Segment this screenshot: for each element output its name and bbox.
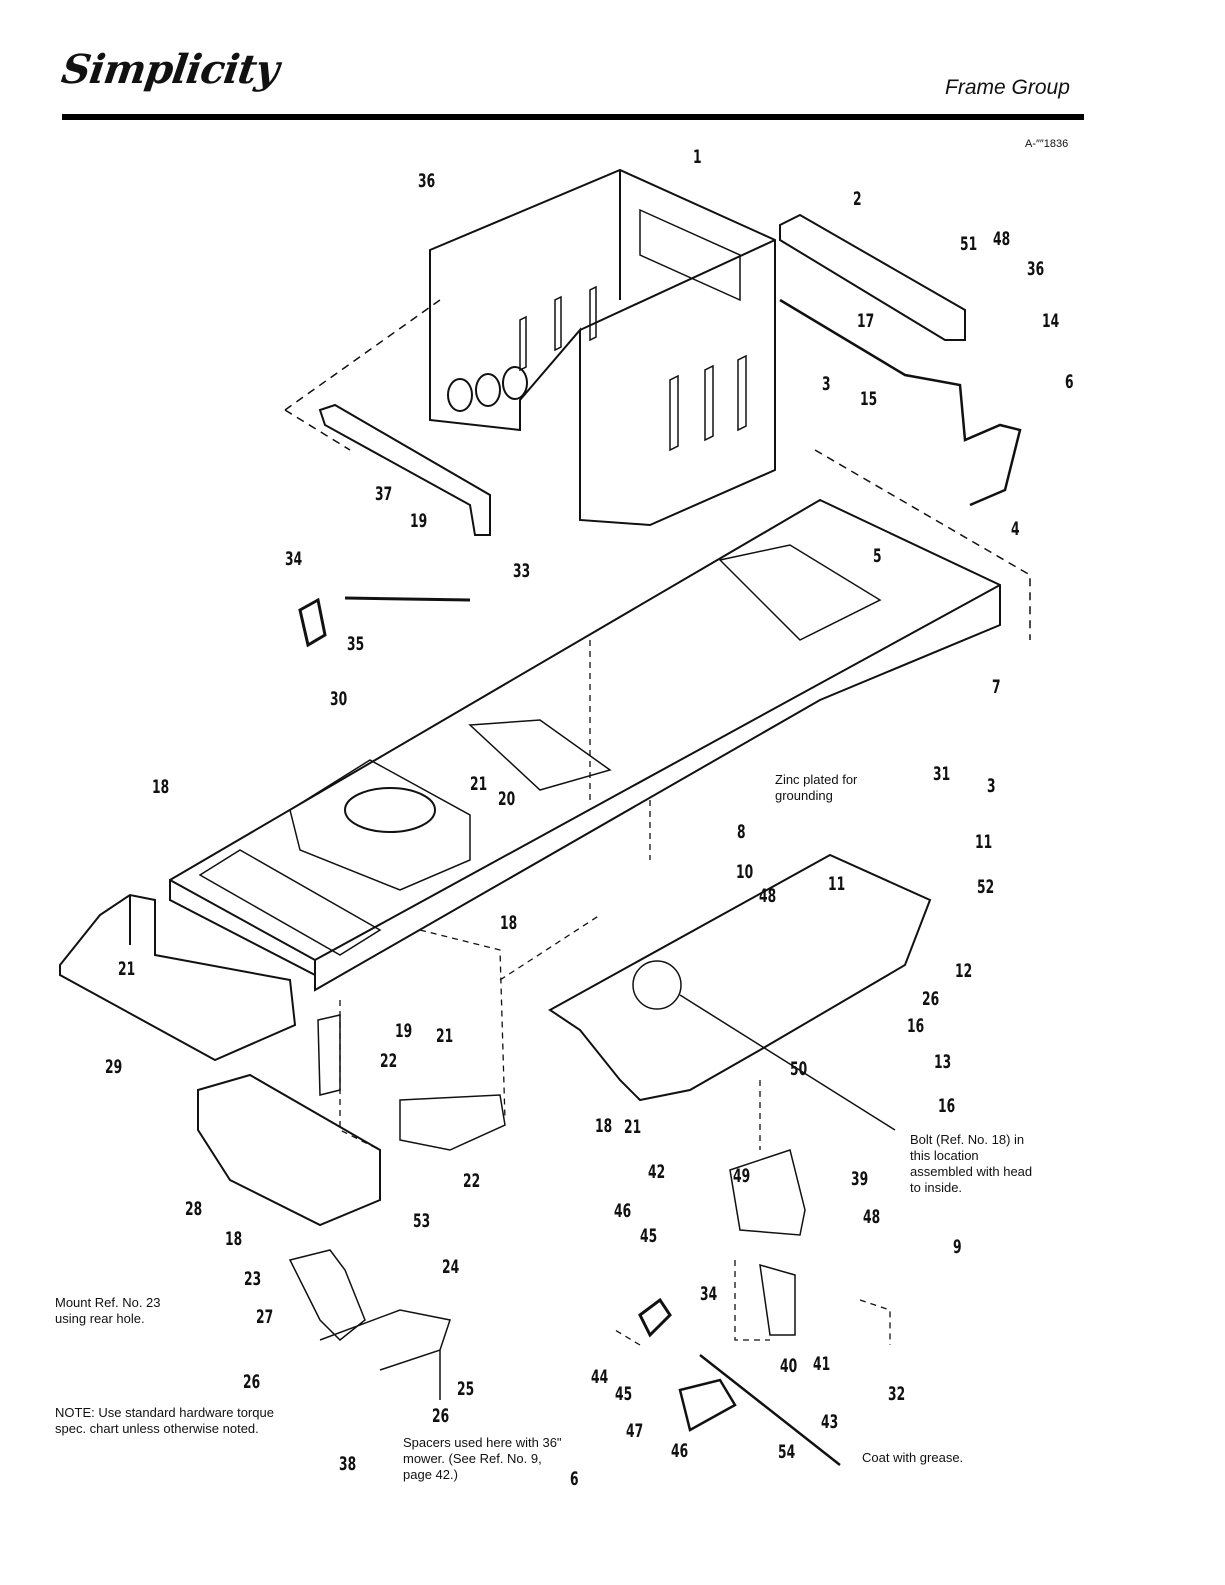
callout-19: 19 — [395, 1020, 413, 1042]
callout-33: 33 — [513, 560, 531, 582]
part-12-footboard — [548, 853, 932, 1102]
callout-36: 36 — [1027, 258, 1045, 280]
callout-3: 3 — [822, 373, 831, 395]
callout-45: 45 — [615, 1383, 633, 1405]
callout-12: 12 — [955, 960, 973, 982]
callout-51: 51 — [960, 233, 978, 255]
note-mount: Mount Ref. No. 23 using rear hole. — [55, 1295, 161, 1326]
callout-28: 28 — [185, 1198, 203, 1220]
callout-24: 24 — [442, 1256, 460, 1278]
callout-31: 31 — [933, 763, 951, 785]
part-1-rear-housing — [429, 168, 776, 527]
callout-26: 26 — [243, 1371, 261, 1393]
callout-26: 26 — [432, 1405, 450, 1427]
callout-15: 15 — [860, 388, 878, 410]
callout-34: 34 — [285, 548, 303, 570]
callout-21: 21 — [118, 958, 136, 980]
part-29-hitch — [59, 893, 297, 1062]
callout-44: 44 — [591, 1366, 609, 1388]
callout-7: 7 — [992, 676, 1001, 698]
callout-22: 22 — [463, 1170, 481, 1192]
callout-18: 18 — [500, 912, 518, 934]
callout-4: 4 — [1011, 518, 1020, 540]
callout-21: 21 — [436, 1025, 454, 1047]
callout-9: 9 — [953, 1236, 962, 1258]
page-title: Frame Group — [945, 76, 1070, 99]
callout-43: 43 — [821, 1411, 839, 1433]
callout-16: 16 — [938, 1095, 956, 1117]
callout-19: 19 — [410, 510, 428, 532]
callout-26: 26 — [922, 988, 940, 1010]
part-15-rod — [779, 298, 1022, 507]
note-grease: Coat with grease. — [862, 1450, 964, 1465]
part-37-bracket — [318, 403, 491, 536]
callout-50: 50 — [790, 1058, 808, 1080]
callout-16: 16 — [907, 1015, 925, 1037]
callout-10: 10 — [736, 861, 754, 883]
callout-37: 37 — [375, 483, 393, 505]
note-hardware-torque: NOTE: Use standard hardware torque spec.… — [55, 1405, 274, 1436]
callout-53: 53 — [413, 1210, 431, 1232]
note-bolt-location: Bolt (Ref. No. 18) in this location asse… — [910, 1132, 1033, 1195]
callout-20: 20 — [498, 788, 516, 810]
callout-8: 8 — [737, 821, 746, 843]
callout-30: 30 — [330, 688, 348, 710]
callout-54: 54 — [778, 1441, 796, 1463]
callout-6: 6 — [1065, 371, 1074, 393]
callout-21: 21 — [624, 1116, 642, 1138]
callout-48: 48 — [993, 228, 1011, 250]
callout-46: 46 — [614, 1200, 632, 1222]
callout-18: 18 — [225, 1228, 243, 1250]
callout-21: 21 — [470, 773, 488, 795]
callout-32: 32 — [888, 1383, 906, 1405]
callout-17: 17 — [857, 310, 875, 332]
callout-22: 22 — [380, 1050, 398, 1072]
callout-18: 18 — [595, 1115, 613, 1137]
callout-11: 11 — [828, 873, 846, 895]
callout-3: 3 — [987, 775, 996, 797]
callout-14: 14 — [1042, 310, 1060, 332]
callout-13: 13 — [934, 1051, 952, 1073]
callout-45: 45 — [640, 1225, 658, 1247]
callout-49: 49 — [733, 1165, 751, 1187]
callout-52: 52 — [977, 876, 995, 898]
callout-36: 36 — [418, 170, 436, 192]
header-rule — [62, 114, 1084, 120]
callout-42: 42 — [648, 1161, 666, 1183]
callout-27: 27 — [256, 1306, 274, 1328]
callout-38: 38 — [339, 1453, 357, 1475]
callout-35: 35 — [347, 633, 365, 655]
part-7-main-frame — [169, 498, 1001, 992]
callout-11: 11 — [975, 831, 993, 853]
note-spacers: Spacers used here with 36" mower. (See R… — [403, 1435, 562, 1482]
callout-39: 39 — [851, 1168, 869, 1190]
note-zinc-plated: Zinc plated for grounding — [775, 772, 858, 803]
callout-47: 47 — [626, 1420, 644, 1442]
document-id: A-″″1836 — [1025, 138, 1069, 150]
part-2-bar — [779, 213, 966, 341]
callout-48: 48 — [759, 885, 777, 907]
callout-1: 1 — [693, 146, 702, 168]
callout-48: 48 — [863, 1206, 881, 1228]
callout-18: 18 — [152, 776, 170, 798]
callout-46: 46 — [671, 1440, 689, 1462]
callout-40: 40 — [780, 1355, 798, 1377]
page-number: 6 — [570, 1468, 579, 1490]
callout-41: 41 — [813, 1353, 831, 1375]
callout-23: 23 — [244, 1268, 262, 1290]
callout-29: 29 — [105, 1056, 123, 1078]
callout-25: 25 — [457, 1378, 475, 1400]
part-28-bumper — [197, 1073, 381, 1227]
callout-2: 2 — [853, 188, 862, 210]
callout-34: 34 — [700, 1283, 718, 1305]
callout-5: 5 — [873, 545, 882, 567]
